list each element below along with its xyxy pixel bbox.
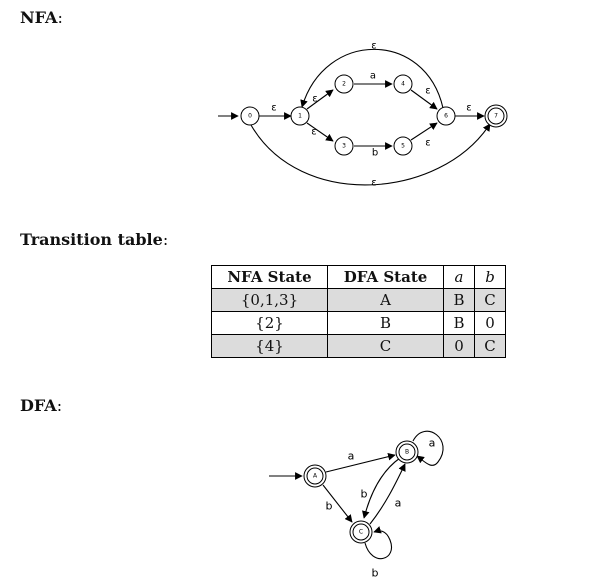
cell-a: B (443, 311, 475, 335)
nfa-state-6-label: 6 (444, 113, 448, 120)
nfa-label-6-7: ε (466, 103, 471, 114)
nfa-heading-text: NFA (20, 8, 58, 27)
nfa-state-4: 4 (393, 74, 413, 94)
cell-dfa-state: C (327, 334, 444, 358)
nfa-label-6-1: ε (371, 41, 376, 52)
nfa-edge-4-6 (410, 89, 438, 110)
dfa-edge-C-B (369, 463, 406, 525)
nfa-edge-0-7 (250, 123, 491, 186)
nfa-state-0-label: 0 (248, 113, 252, 120)
nfa-label-0-1: ε (271, 103, 276, 114)
nfa-label-1-2: ε (312, 94, 317, 105)
dfa-label-A-C: b (326, 500, 333, 513)
table-header-row: NFA State DFA State a b (211, 265, 506, 289)
dfa-state-B: B (395, 440, 419, 464)
nfa-label-2-4: a (370, 71, 376, 82)
header-nfa-state: NFA State (211, 265, 328, 289)
nfa-label-5-6: ε (425, 138, 430, 149)
nfa-heading: NFA: (20, 8, 63, 27)
nfa-state-1-label: 1 (298, 113, 302, 120)
dfa-state-A-label: A (313, 473, 318, 480)
header-a: a (443, 265, 475, 289)
dfa-edge-A-B (325, 452, 396, 473)
header-dfa-state: DFA State (327, 265, 444, 289)
nfa-edge-6-1 (300, 49, 444, 109)
nfa-edge-5-6 (410, 122, 438, 141)
table-heading-colon: : (162, 230, 169, 249)
dfa-edge-C-C (364, 526, 393, 560)
cell-dfa-state: B (327, 311, 444, 335)
nfa-state-3-label: 3 (342, 143, 346, 150)
table-row: {2} B B 0 (211, 311, 506, 335)
nfa-heading-colon: : (57, 8, 63, 27)
nfa-state-1: 1 (290, 106, 310, 126)
nfa-label-4-6: ε (425, 86, 430, 97)
table-heading-text: Transition table (20, 230, 163, 249)
dfa-label-C-C: b (372, 567, 379, 580)
nfa-state-7: 7 (484, 104, 508, 128)
nfa-state-7-label: 7 (494, 113, 498, 120)
dfa-label-B-C: b (361, 488, 368, 501)
dfa-edge-B-B (412, 430, 444, 466)
cell-nfa-state: {2} (211, 311, 328, 335)
nfa-state-6: 6 (436, 106, 456, 126)
nfa-state-3: 3 (334, 136, 354, 156)
dfa-label-C-B: a (395, 497, 402, 510)
dfa-edge-B-C (362, 457, 401, 519)
cell-nfa-state: {0,1,3} (211, 288, 328, 312)
table-heading: Transition table: (20, 230, 168, 249)
dfa-diagram: a b a b a b A B C (269, 430, 444, 580)
dfa-label-A-B: a (348, 450, 355, 463)
nfa-state-4-label: 4 (401, 81, 405, 88)
nfa-label-3-5: b (372, 148, 378, 159)
cell-b: 0 (474, 311, 506, 335)
nfa-diagram: ε ε ε a b ε ε ε ε ε 0 1 (218, 41, 508, 189)
dfa-heading-colon: : (56, 396, 63, 415)
dfa-state-C: C (349, 520, 373, 544)
nfa-edge-1-2 (306, 89, 334, 110)
dfa-edge-A-C (322, 484, 353, 523)
dfa-heading-text: DFA (20, 396, 57, 415)
dfa-state-B-label: B (405, 449, 409, 456)
nfa-state-5: 5 (393, 136, 413, 156)
nfa-state-2: 2 (334, 74, 354, 94)
transition-table: NFA State DFA State a b {0,1,3} A B C {2… (211, 265, 506, 358)
dfa-state-A: A (303, 464, 327, 488)
nfa-state-0: 0 (240, 106, 260, 126)
dfa-label-B-B: a (429, 437, 436, 450)
nfa-label-1-3: ε (311, 127, 316, 138)
nfa-label-0-7: ε (371, 178, 376, 189)
cell-b: C (474, 334, 506, 358)
dfa-heading: DFA: (20, 396, 62, 415)
cell-b: C (474, 288, 506, 312)
header-b: b (474, 265, 506, 289)
nfa-state-5-label: 5 (401, 143, 405, 150)
cell-nfa-state: {4} (211, 334, 328, 358)
nfa-state-2-label: 2 (342, 81, 346, 88)
cell-dfa-state: A (327, 288, 444, 312)
dfa-state-C-label: C (359, 529, 363, 536)
cell-a: B (443, 288, 475, 312)
cell-a: 0 (443, 334, 475, 358)
table-row: {0,1,3} A B C (211, 288, 506, 312)
table-row: {4} C 0 C (211, 334, 506, 358)
nfa-edge-1-3 (306, 122, 334, 142)
